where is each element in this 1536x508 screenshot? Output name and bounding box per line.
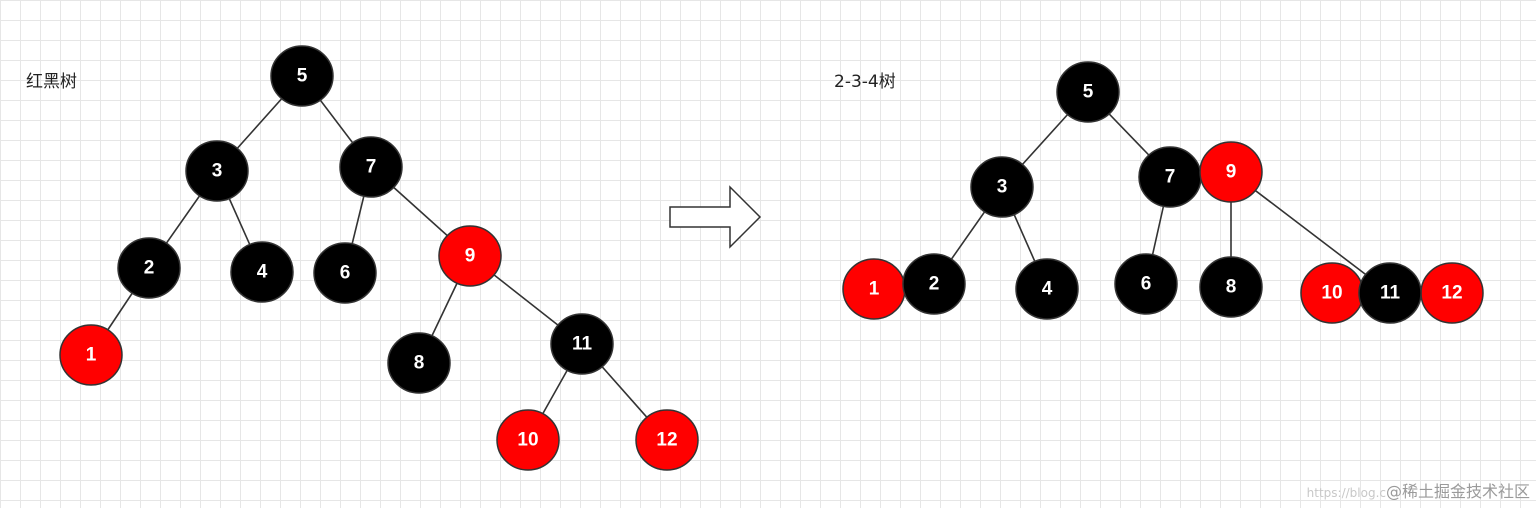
left-node-circle-2	[117, 237, 181, 299]
left-node-circle-1	[59, 324, 123, 386]
right-node-12: 12	[1420, 262, 1484, 324]
right-node-label-8: 8	[1226, 277, 1237, 298]
watermark-brand: @稀土掘金技术社区	[1385, 482, 1530, 501]
right-node-circle-11	[1358, 262, 1422, 324]
left-node-label-8: 8	[414, 353, 425, 374]
left-node-label-3: 3	[212, 161, 223, 182]
left-node-10: 10	[496, 409, 560, 471]
right-node-circle-6	[1114, 253, 1178, 315]
right-node-label-1: 1	[869, 279, 880, 300]
right-node-10: 10	[1300, 262, 1364, 324]
right-node-2: 2	[902, 253, 966, 315]
left-node-circle-6	[313, 242, 377, 304]
right-node-label-4: 4	[1042, 279, 1053, 300]
two-three-four-tree-title: 2-3-4树	[834, 72, 896, 92]
left-node-9: 9	[438, 225, 502, 287]
right-node-9: 9	[1199, 141, 1263, 203]
left-node-circle-12	[635, 409, 699, 471]
left-node-circle-4	[230, 241, 294, 303]
left-node-label-4: 4	[257, 262, 268, 283]
left-node-circle-8	[387, 332, 451, 394]
left-node-label-6: 6	[340, 263, 351, 284]
right-node-circle-8	[1199, 256, 1263, 318]
right-node-label-3: 3	[997, 177, 1008, 198]
left-node-label-2: 2	[144, 258, 155, 279]
right-node-circle-5	[1056, 61, 1120, 123]
right-node-label-9: 9	[1226, 162, 1237, 183]
right-node-3: 3	[970, 156, 1034, 218]
watermark: https://blog.c@稀土掘金技术社区	[1307, 478, 1530, 502]
left-node-5: 5	[270, 45, 334, 107]
left-node-8: 8	[387, 332, 451, 394]
left-node-7: 7	[339, 136, 403, 198]
left-node-circle-9	[438, 225, 502, 287]
right-node-8: 8	[1199, 256, 1263, 318]
left-node-6: 6	[313, 242, 377, 304]
right-node-1: 1	[842, 258, 906, 320]
right-node-label-7: 7	[1165, 167, 1176, 188]
left-node-circle-11	[550, 313, 614, 375]
right-node-label-6: 6	[1141, 274, 1152, 295]
left-node-label-5: 5	[297, 66, 308, 87]
left-node-11: 11	[550, 313, 614, 375]
right-node-label-5: 5	[1083, 82, 1094, 103]
right-node-label-10: 10	[1321, 283, 1342, 304]
right-node-4: 4	[1015, 258, 1079, 320]
right-node-11: 11	[1358, 262, 1422, 324]
left-node-label-12: 12	[656, 430, 677, 451]
left-node-circle-10	[496, 409, 560, 471]
left-node-circle-7	[339, 136, 403, 198]
right-node-5: 5	[1056, 61, 1120, 123]
right-node-label-11: 11	[1380, 283, 1401, 304]
red-black-tree-title: 红黑树	[26, 72, 77, 92]
left-node-label-9: 9	[465, 246, 476, 267]
right-node-label-2: 2	[929, 274, 940, 295]
watermark-url: https://blog.c	[1306, 486, 1386, 500]
left-node-2: 2	[117, 237, 181, 299]
left-node-label-11: 11	[572, 334, 593, 355]
right-node-circle-4	[1015, 258, 1079, 320]
left-tree-nodes: 5 3 7 2 4 6 9 1 8 11 10 12	[59, 45, 699, 471]
left-node-label-1: 1	[86, 345, 97, 366]
left-node-12: 12	[635, 409, 699, 471]
left-node-1: 1	[59, 324, 123, 386]
left-node-3: 3	[185, 140, 249, 202]
right-node-6: 6	[1114, 253, 1178, 315]
left-node-circle-5	[270, 45, 334, 107]
right-node-circle-2	[902, 253, 966, 315]
right-node-circle-3	[970, 156, 1034, 218]
right-arrow-icon	[669, 185, 762, 249]
right-node-7: 7	[1138, 146, 1202, 208]
left-node-4: 4	[230, 241, 294, 303]
left-node-circle-3	[185, 140, 249, 202]
left-node-label-7: 7	[366, 157, 377, 178]
right-edge-9-11	[1230, 171, 1391, 294]
left-node-label-10: 10	[517, 430, 538, 451]
right-node-label-12: 12	[1441, 283, 1462, 304]
right-node-circle-9	[1199, 141, 1263, 203]
